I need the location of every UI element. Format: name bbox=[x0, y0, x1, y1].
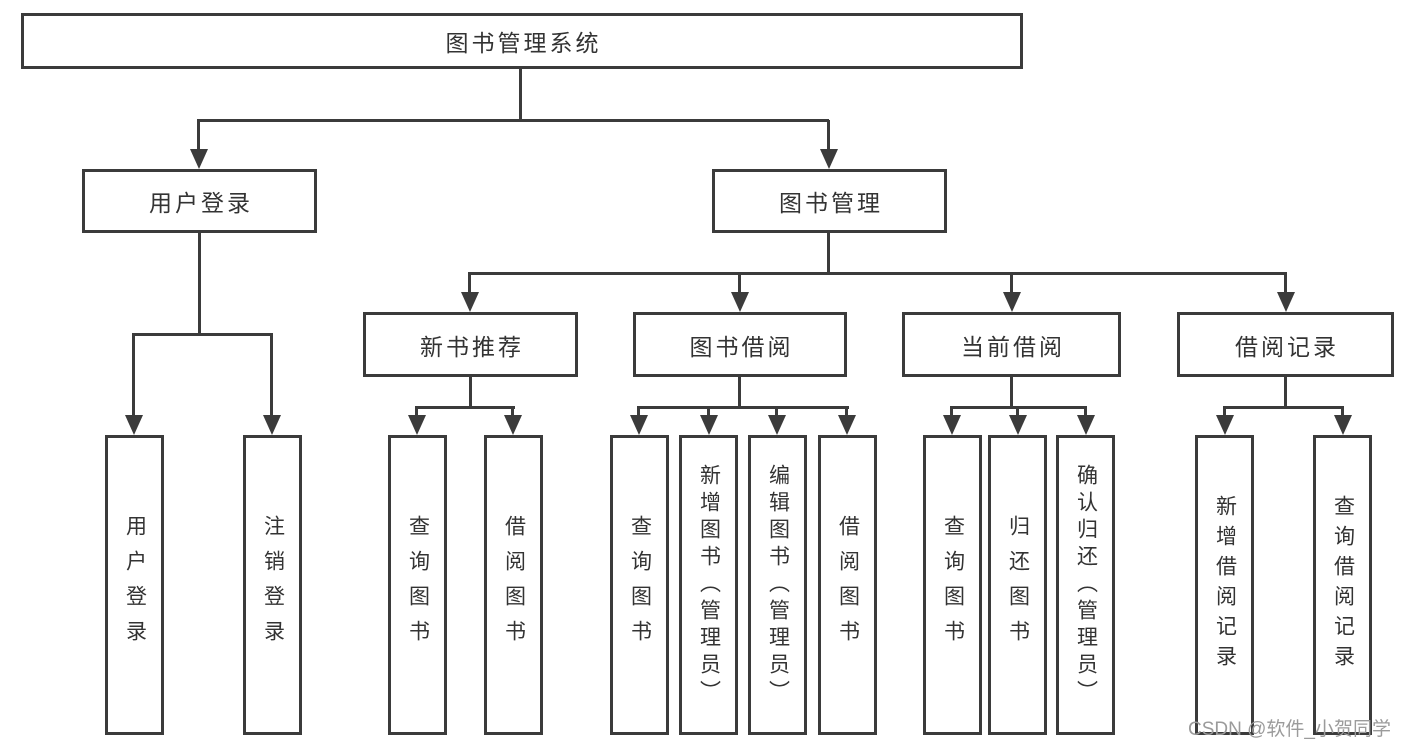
node-book-borrowing: 图书借阅 bbox=[633, 312, 847, 377]
node-label: 确认归还（管理员） bbox=[1074, 463, 1098, 707]
arrow-down-icon bbox=[838, 415, 856, 435]
node-label: 查询借阅记录 bbox=[1331, 495, 1355, 675]
connector-arrow-stem bbox=[775, 406, 778, 415]
arrow-down-icon bbox=[1077, 415, 1095, 435]
connector-arrow-stem bbox=[950, 406, 953, 415]
connector-level2-bus bbox=[197, 119, 829, 122]
node-label: 借阅记录 bbox=[1235, 333, 1339, 360]
arrow-down-icon bbox=[1277, 292, 1295, 312]
node-label: 图书借阅 bbox=[689, 333, 794, 360]
arrow-down-icon bbox=[1334, 415, 1352, 435]
node-label: 图书管理系统 bbox=[445, 30, 602, 56]
node-label: 归还图书 bbox=[1006, 515, 1030, 655]
connector-new-book-stem bbox=[469, 376, 472, 407]
csdn-watermark: CSDN @软件_小贺同学 bbox=[1188, 719, 1391, 740]
node-user-login-action: 用户登录 bbox=[105, 435, 164, 735]
node-library-management-system: 图书管理系统 bbox=[21, 13, 1023, 69]
arrow-down-icon bbox=[820, 149, 838, 169]
arrow-down-icon bbox=[943, 415, 961, 435]
connector-arrow-stem bbox=[270, 333, 273, 415]
arrow-down-icon bbox=[408, 415, 426, 435]
node-borrowing-records: 借阅记录 bbox=[1177, 312, 1394, 377]
connector-root-stem bbox=[519, 69, 522, 121]
connector-arrow-stem bbox=[1341, 406, 1344, 415]
node-label: 借阅图书 bbox=[502, 515, 526, 655]
node-new-book-recommendation: 新书推荐 bbox=[363, 312, 578, 377]
connector-current-borrowing-stem bbox=[1010, 377, 1013, 407]
connector-arrow-stem bbox=[132, 333, 135, 415]
node-label: 新增借阅记录 bbox=[1213, 495, 1237, 675]
node-return-books: 归还图书 bbox=[988, 435, 1047, 735]
connector-new-book-bus bbox=[416, 406, 515, 409]
connector-arrow-stem bbox=[468, 272, 471, 292]
connector-level3-bus bbox=[469, 272, 1287, 275]
connector-arrow-stem bbox=[415, 406, 418, 415]
arrow-down-icon bbox=[768, 415, 786, 435]
arrow-down-icon bbox=[700, 415, 718, 435]
connector-arrow-stem bbox=[707, 406, 710, 415]
arrow-down-icon bbox=[461, 292, 479, 312]
node-query-books-current: 查询图书 bbox=[923, 435, 982, 735]
node-confirm-return-admin: 确认归还（管理员） bbox=[1056, 435, 1115, 735]
node-add-borrow-record: 新增借阅记录 bbox=[1195, 435, 1254, 735]
connector-arrow-stem bbox=[1084, 406, 1087, 415]
node-borrow-books-borrowing: 借阅图书 bbox=[818, 435, 877, 735]
node-borrow-books-recommend: 借阅图书 bbox=[484, 435, 543, 735]
node-add-books-admin: 新增图书（管理员） bbox=[679, 435, 738, 735]
node-label: 图书管理 bbox=[779, 190, 883, 216]
connector-borrowing-records-stem bbox=[1284, 377, 1287, 407]
connector-book-borrowing-stem bbox=[738, 376, 741, 407]
node-book-management: 图书管理 bbox=[712, 169, 947, 233]
connector-arrow-stem bbox=[511, 406, 514, 415]
connector-user-login-stem bbox=[198, 232, 201, 334]
connector-arrow-stem bbox=[845, 406, 848, 415]
arrow-down-icon bbox=[731, 292, 749, 312]
node-label: 新书推荐 bbox=[420, 333, 524, 360]
arrow-down-icon bbox=[1009, 415, 1027, 435]
node-label: 新增图书（管理员） bbox=[697, 463, 721, 707]
node-label: 查询图书 bbox=[941, 515, 965, 655]
node-label: 用户登录 bbox=[149, 190, 253, 216]
connector-arrow-stem bbox=[827, 120, 830, 149]
arrow-down-icon bbox=[263, 415, 281, 435]
node-label: 编辑图书（管理员） bbox=[766, 463, 790, 707]
arrow-down-icon bbox=[1003, 292, 1021, 312]
node-label: 当前借阅 bbox=[961, 333, 1065, 360]
node-label: 注销登录 bbox=[261, 515, 285, 655]
node-logout-action: 注销登录 bbox=[243, 435, 302, 735]
arrow-down-icon bbox=[630, 415, 648, 435]
node-query-books-borrowing: 查询图书 bbox=[610, 435, 669, 735]
connector-user-login-bus bbox=[133, 333, 273, 336]
node-query-books-recommend: 查询图书 bbox=[388, 435, 447, 735]
node-label: 查询图书 bbox=[406, 515, 430, 655]
connector-arrow-stem bbox=[197, 120, 200, 149]
node-user-login: 用户登录 bbox=[82, 169, 317, 233]
arrow-down-icon bbox=[504, 415, 522, 435]
connector-arrow-stem bbox=[1010, 272, 1013, 292]
connector-current-borrowing-bus bbox=[951, 406, 1087, 409]
arrow-down-icon bbox=[190, 149, 208, 169]
node-label: 借阅图书 bbox=[836, 515, 860, 655]
connector-book-borrowing-bus bbox=[638, 406, 849, 409]
connector-arrow-stem bbox=[738, 272, 741, 292]
connector-arrow-stem bbox=[637, 406, 640, 415]
node-label: 查询图书 bbox=[628, 515, 652, 655]
arrow-down-icon bbox=[125, 415, 143, 435]
connector-borrowing-records-bus bbox=[1223, 406, 1344, 409]
connector-book-management-stem bbox=[827, 233, 830, 274]
connector-arrow-stem bbox=[1284, 272, 1287, 292]
node-query-borrow-record: 查询借阅记录 bbox=[1313, 435, 1372, 735]
node-edit-books-admin: 编辑图书（管理员） bbox=[748, 435, 807, 735]
node-current-borrowing: 当前借阅 bbox=[902, 312, 1121, 377]
arrow-down-icon bbox=[1216, 415, 1234, 435]
node-label: 用户登录 bbox=[123, 515, 147, 655]
connector-arrow-stem bbox=[1223, 406, 1226, 415]
connector-arrow-stem bbox=[1016, 406, 1019, 415]
